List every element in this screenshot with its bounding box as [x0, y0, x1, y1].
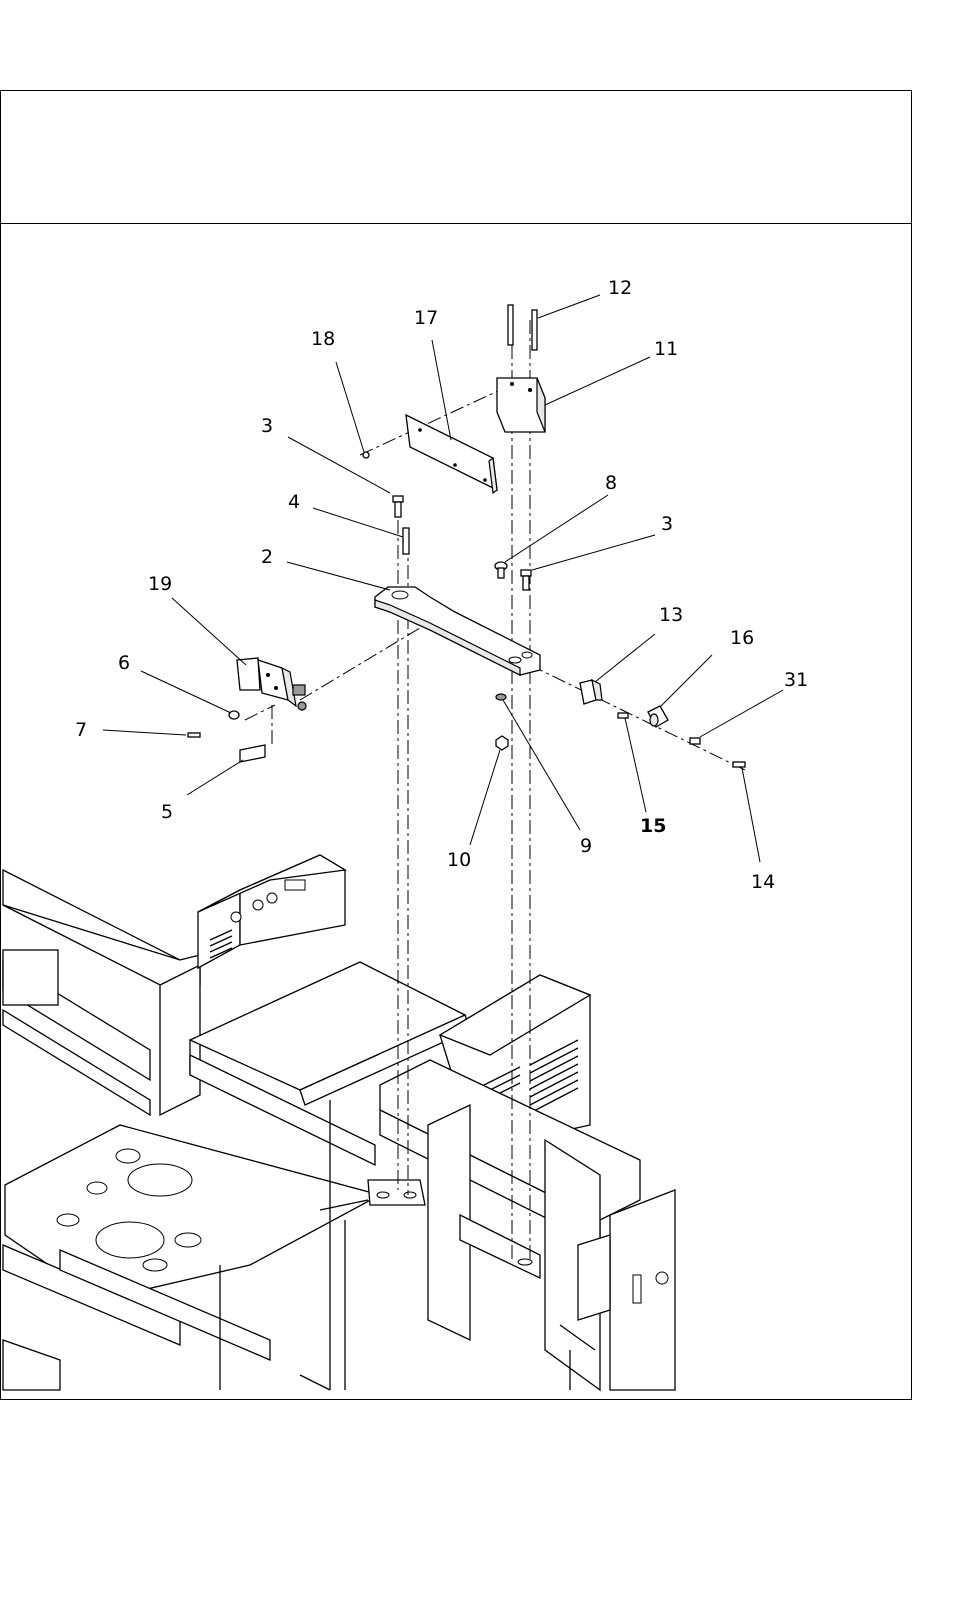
- callout-5: 5: [161, 801, 173, 823]
- part-12-bolt: [508, 305, 513, 345]
- part-3-bolt: [393, 496, 403, 502]
- leader-lines: [103, 295, 783, 862]
- part-10-nut: [496, 736, 508, 750]
- callout-3-right: 3: [661, 513, 673, 535]
- callout-6: 6: [118, 652, 130, 674]
- callout-13: 13: [659, 604, 683, 626]
- part-5-plate: [240, 745, 265, 762]
- parts: [188, 305, 745, 767]
- callout-7: 7: [75, 719, 87, 741]
- machine-frame: [3, 855, 675, 1390]
- callout-17: 17: [414, 307, 438, 329]
- part-7-screw: [188, 733, 200, 737]
- callout-10: 10: [447, 849, 471, 871]
- callout-18: 18: [311, 328, 335, 350]
- part-18-screw: [363, 452, 369, 458]
- callout-8: 8: [605, 472, 617, 494]
- part-19-hinge: [237, 658, 260, 690]
- callout-labels: 12 17 18 11 3 4 8 3 2 19 13 16 6 31 7 5 …: [75, 277, 808, 893]
- callout-2: 2: [261, 546, 273, 568]
- part-3-bolt-right: [521, 570, 531, 576]
- callout-19: 19: [148, 573, 172, 595]
- callout-16: 16: [730, 627, 754, 649]
- callout-9: 9: [580, 835, 592, 857]
- part-17-plate: [406, 415, 497, 490]
- part-4-pin: [403, 528, 409, 554]
- callout-3: 3: [261, 415, 273, 437]
- callout-12: 12: [608, 277, 632, 299]
- part-15-pin: [618, 713, 628, 718]
- callout-11: 11: [654, 338, 678, 360]
- callout-4: 4: [288, 491, 300, 513]
- part-12-bolt: [532, 310, 537, 350]
- callout-15: 15: [640, 815, 666, 837]
- part-6-washer: [229, 711, 239, 719]
- part-31-bushing: [690, 738, 700, 744]
- callout-14: 14: [751, 871, 775, 893]
- part-14-screw: [733, 762, 745, 767]
- callout-31: 31: [784, 669, 808, 691]
- part-9-washer: [496, 694, 506, 700]
